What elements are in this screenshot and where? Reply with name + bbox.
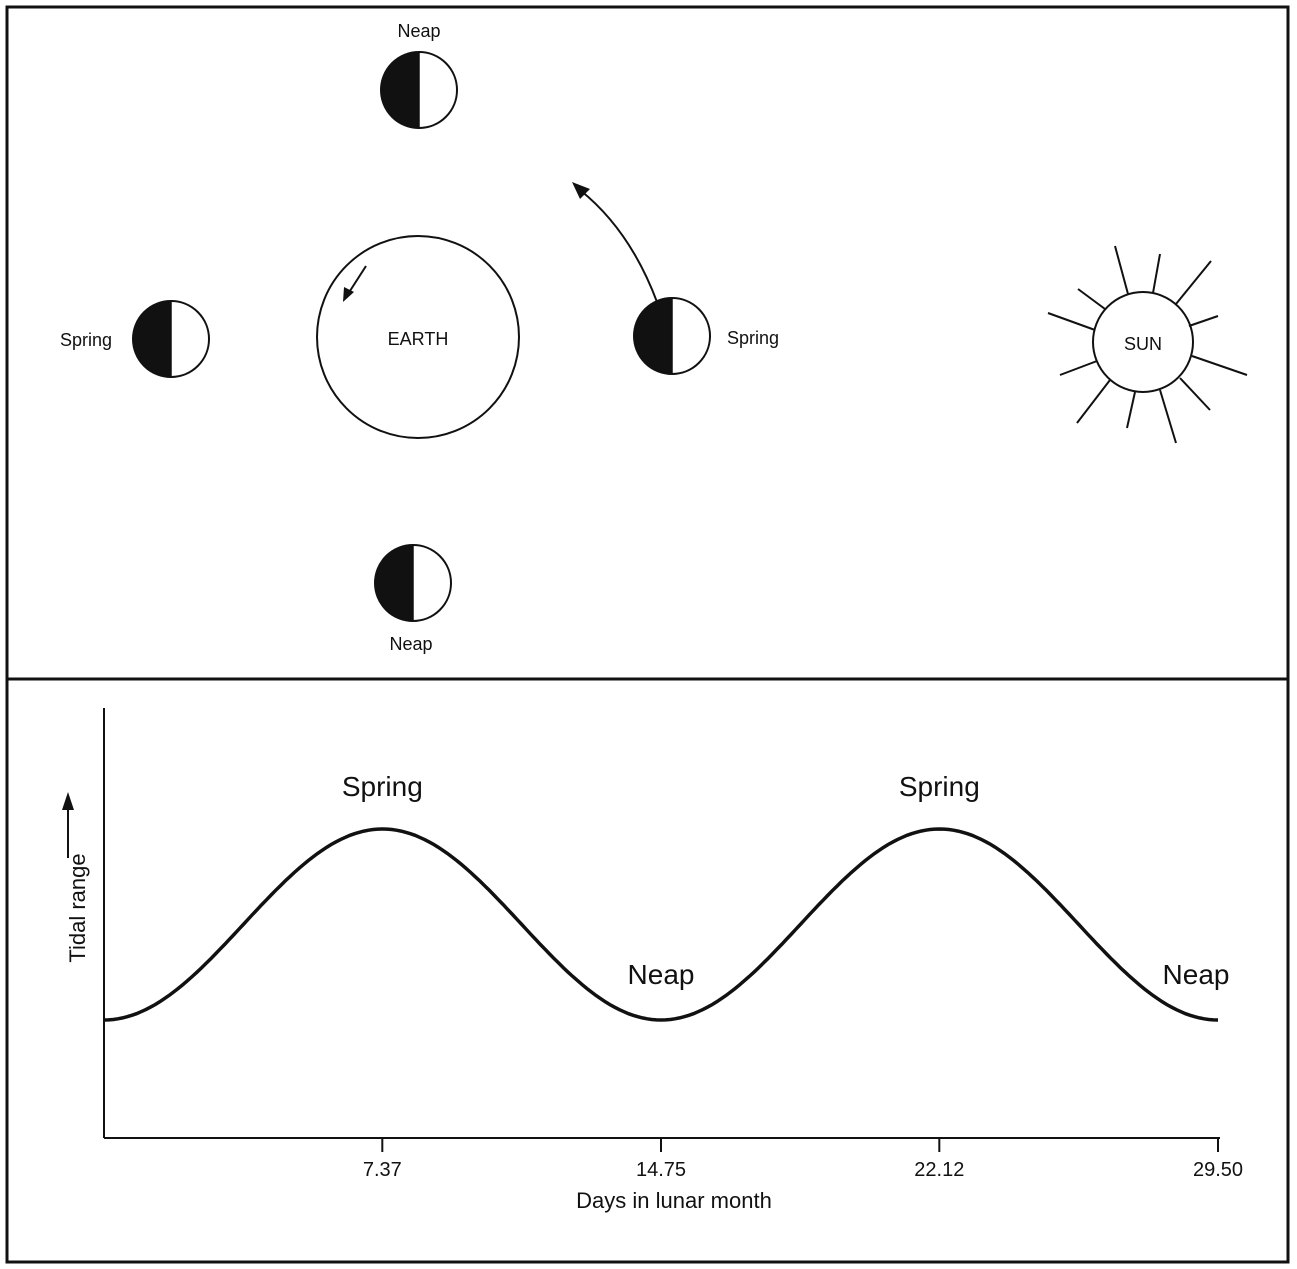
earth-circle bbox=[316, 235, 520, 439]
sun-icon bbox=[1047, 245, 1248, 444]
x-tick-label-4: 29.50 bbox=[1193, 1159, 1243, 1181]
x-tick-label-2: 14.75 bbox=[636, 1159, 686, 1181]
earth-rotation-arrowhead-icon bbox=[343, 287, 354, 302]
neap-top-label: Neap bbox=[397, 21, 440, 41]
x-axis-label: Days in lunar month bbox=[576, 1188, 772, 1213]
sun-label: SUN bbox=[1124, 334, 1162, 354]
spring-left-label: Spring bbox=[60, 330, 112, 350]
moon-spring-left bbox=[132, 300, 210, 378]
moon-spring-right bbox=[633, 297, 711, 375]
y-axis-label: Tidal range bbox=[65, 853, 90, 962]
y-axis-title: Tidal range bbox=[65, 853, 90, 962]
neap-bottom-label: Neap bbox=[389, 634, 432, 654]
tidal-range-curve bbox=[103, 827, 1219, 1022]
orbit-arrowhead-icon bbox=[572, 182, 590, 199]
x-tick-label-1: 7.37 bbox=[363, 1159, 402, 1181]
moon-neap-bottom bbox=[374, 544, 452, 622]
orbit-diagram: EARTH Neap Neap Spring bbox=[60, 21, 1248, 654]
x-tick-label-3: 22.12 bbox=[914, 1159, 964, 1181]
earth-label: EARTH bbox=[388, 329, 449, 349]
outer-frame bbox=[5, 5, 1290, 1264]
annotation-spring-3: Spring bbox=[899, 771, 980, 802]
orbit-direction-arrow bbox=[579, 189, 658, 303]
y-axis-arrowhead-icon bbox=[62, 792, 74, 810]
annotation-spring-1: Spring bbox=[342, 771, 423, 802]
spring-right-label: Spring bbox=[727, 328, 779, 348]
moon-neap-top bbox=[380, 51, 458, 129]
earth-rotation-arrow bbox=[347, 265, 367, 295]
annotation-neap-2: Neap bbox=[628, 959, 695, 990]
annotation-neap-4: Neap bbox=[1163, 959, 1230, 990]
